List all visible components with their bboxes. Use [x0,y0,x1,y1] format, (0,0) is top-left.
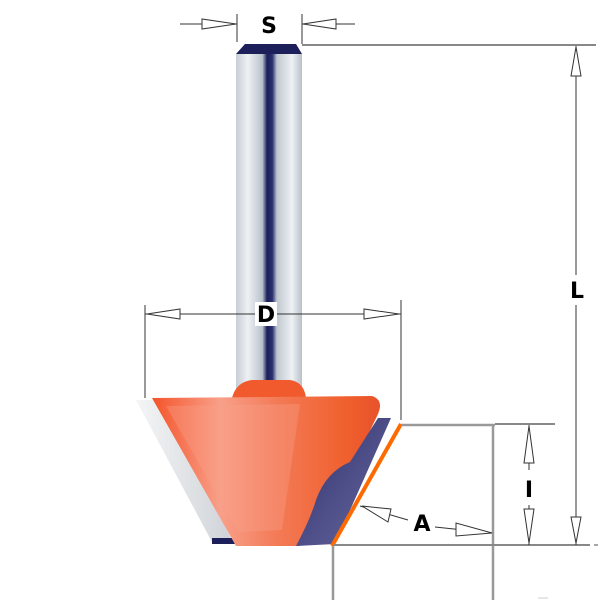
label-d: D [257,303,275,328]
label-a: A [413,512,430,537]
carbide-blade-right [296,418,391,546]
label-l: L [570,279,584,304]
label-s: S [261,14,277,39]
cut-edge [330,423,403,547]
dimension-a: A [359,505,493,537]
dimension-l: L [570,46,584,545]
dimension-i: I [495,423,555,545]
shank [236,44,302,390]
carbide-blade-left [136,400,232,542]
bit-body [152,396,380,546]
blade-base-shadow [212,538,240,544]
label-i: I [525,478,533,503]
bit-collar [232,380,306,398]
dimension-d: D [144,300,402,420]
workpiece [331,423,598,600]
bit-body-highlight [166,404,300,532]
dimension-s: S [180,14,355,44]
